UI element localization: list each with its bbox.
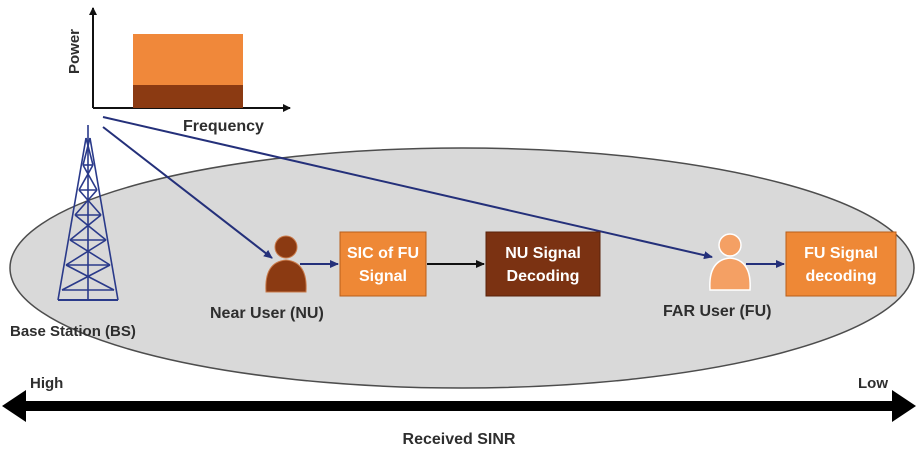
near-user-icon (265, 235, 307, 293)
frequency-axis-label: Frequency (183, 118, 264, 135)
sinr-caption: Received SINR (403, 431, 516, 448)
link-bs-to-far-user (102, 116, 713, 260)
sic-block-line1: SIC of FU (347, 245, 419, 262)
far-user-label: FAR User (FU) (663, 303, 771, 320)
sinr-low-label: Low (858, 375, 888, 392)
sic-block: SIC of FU Signal (339, 231, 427, 297)
far-user-icon (709, 233, 751, 291)
base-station-tower-icon (57, 125, 119, 301)
nu-decoding-line1: NU Signal (505, 245, 581, 262)
sinr-axis-left-arrowhead (2, 390, 26, 422)
fu-decoding-line2: decoding (805, 268, 876, 285)
sinr-axis (2, 390, 916, 422)
coverage-area (9, 147, 915, 389)
far-user-power-block (133, 34, 243, 85)
base-station-label: Base Station (BS) (10, 323, 136, 340)
near-user-label: Near User (NU) (210, 305, 324, 322)
sinr-axis-right-arrowhead (892, 390, 916, 422)
fu-decoding-line1: FU Signal (804, 245, 878, 262)
power-axis-label: Power (66, 29, 83, 74)
link-bs-to-near-user (102, 126, 273, 259)
sinr-high-label: High (30, 375, 63, 392)
near-user-power-block (133, 85, 243, 108)
power-spectrum-chart: Power Frequency (66, 7, 291, 135)
sic-block-line2: Signal (359, 268, 407, 285)
nu-decoding-block: NU Signal Decoding (485, 231, 601, 297)
fu-decoding-block: FU Signal decoding (785, 231, 897, 297)
nu-decoding-line2: Decoding (507, 268, 580, 285)
